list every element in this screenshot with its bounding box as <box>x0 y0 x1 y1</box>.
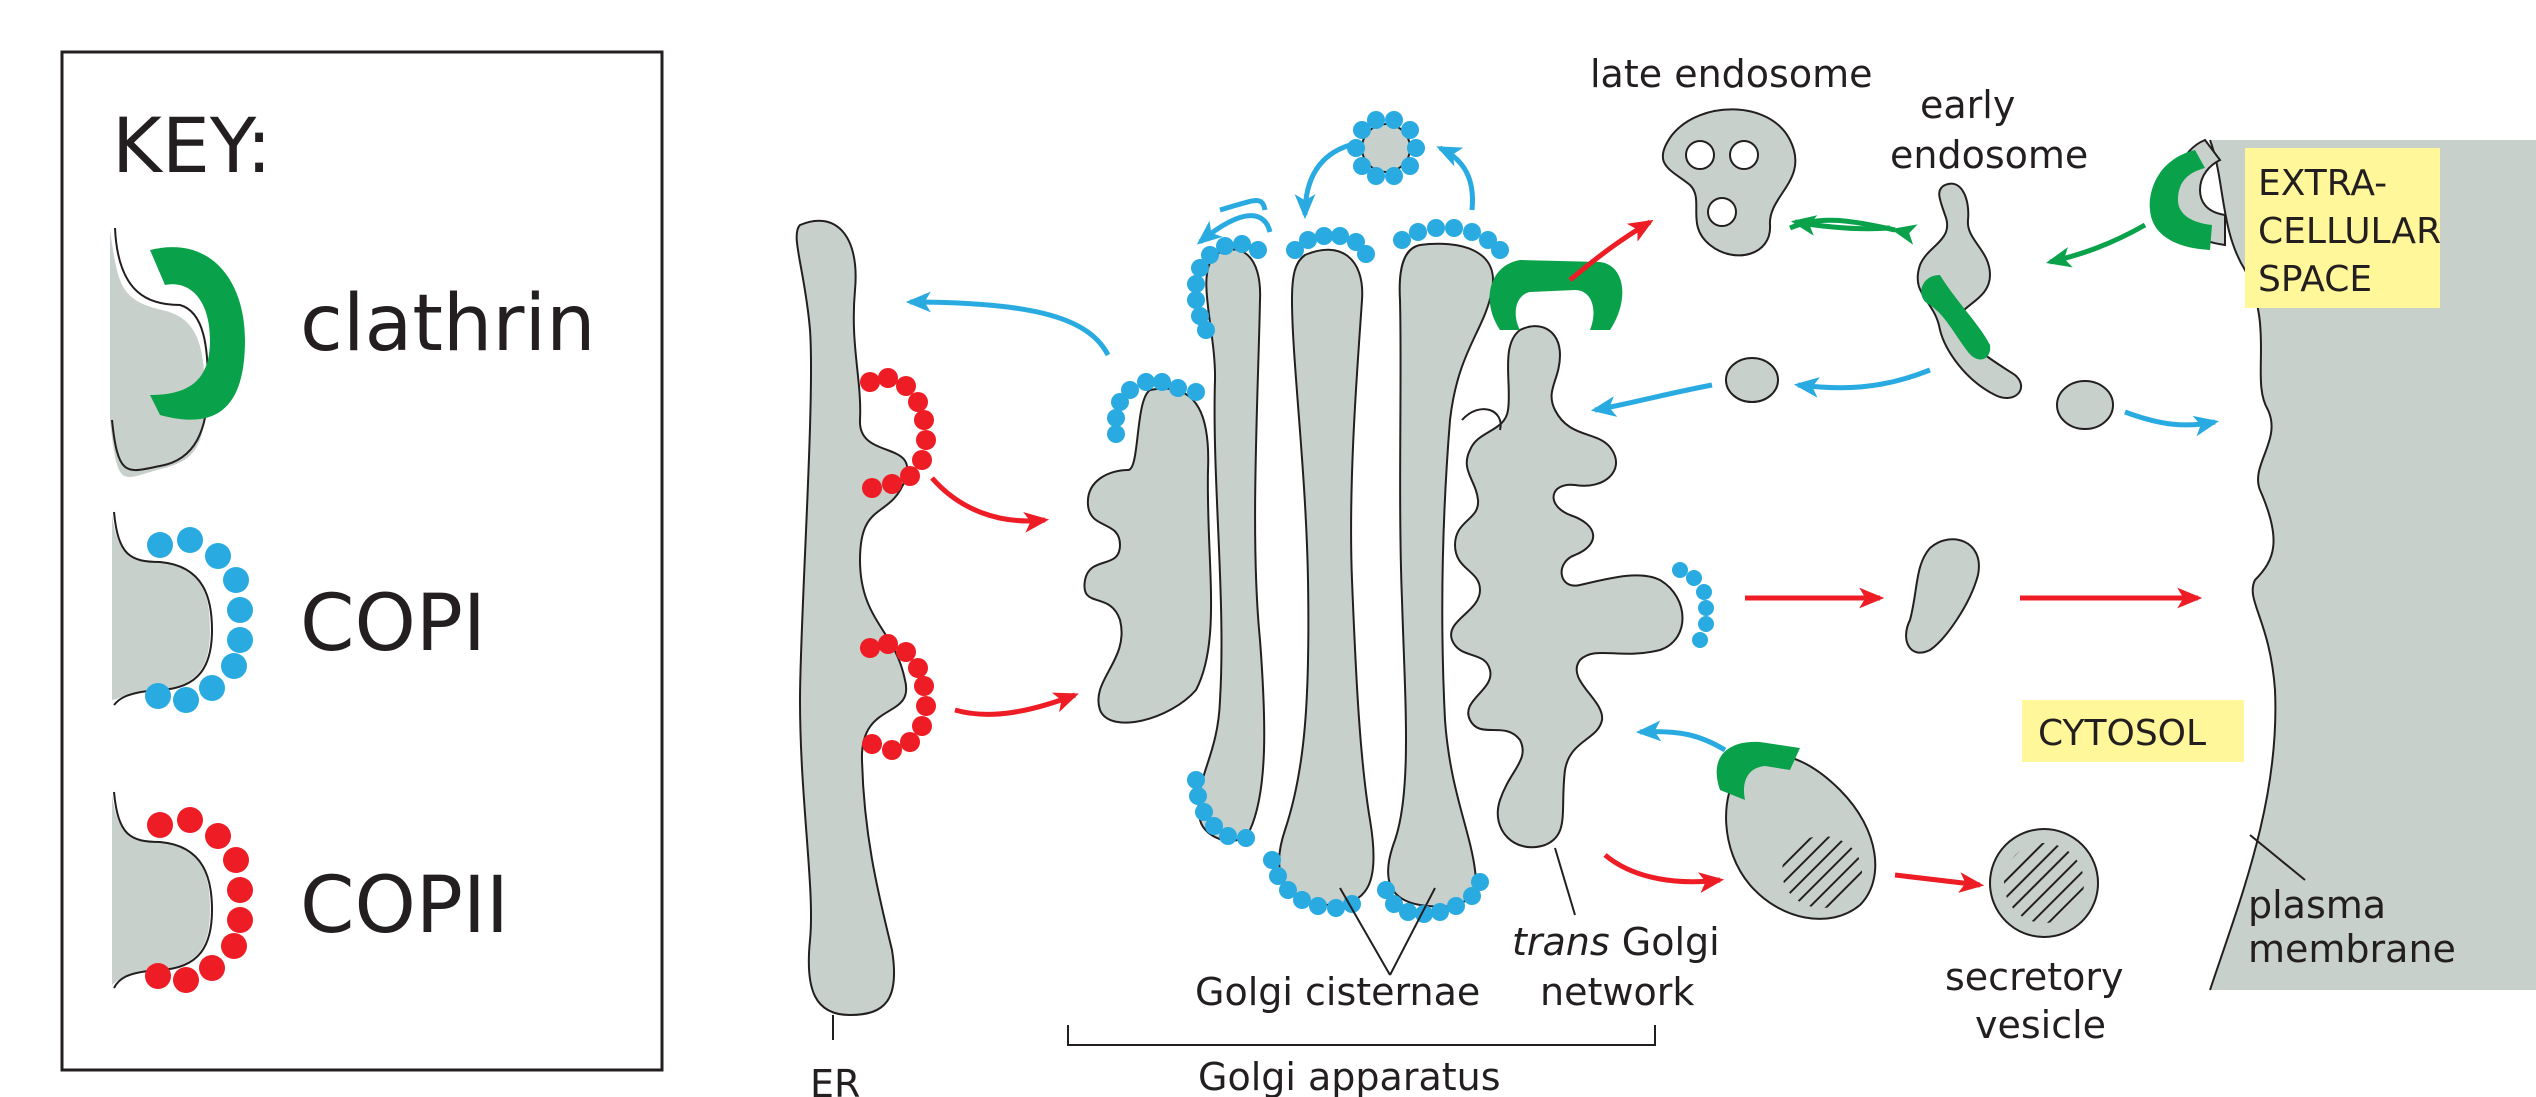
key-title: KEY: <box>112 101 272 190</box>
er-label: ER <box>810 1062 860 1097</box>
early-to-late-arrow <box>1790 215 1891 236</box>
recycling-to-membrane-arrow <box>2124 409 2220 437</box>
er-to-golgi-arrow-2 <box>954 692 1079 717</box>
granule-to-vesicle-arrow <box>1894 872 1985 893</box>
er-to-golgi-arrow-1 <box>930 476 1050 533</box>
tgn-to-secretory-arrow <box>1603 853 1725 893</box>
tgn-to-late-endosome-arrow <box>1568 219 1654 282</box>
golgi-copi-coats <box>1107 219 1509 923</box>
plasma-membrane-label-line-1: plasma <box>2248 883 2386 927</box>
clathrin-swatch-icon <box>110 227 245 478</box>
copi-arrow-to-cisterna <box>1294 142 1351 220</box>
golgi-to-er-retrograde-arrow <box>905 291 1111 357</box>
plasma-membrane-label-line-2: membrane <box>2248 927 2456 971</box>
plasma-membrane-clathrin-pit <box>2149 138 2226 250</box>
extracellular-label-box: EXTRA- CELLULAR SPACE <box>2245 148 2441 308</box>
tgn-label-line-2: network <box>1540 970 1694 1014</box>
copi-arrow-retro <box>1196 213 1273 245</box>
key-label-copi: COPI <box>300 579 486 669</box>
golgi-cisternae-leader-2 <box>1389 887 1436 976</box>
late-endosome <box>1661 108 1797 257</box>
cytosol-label: CYTOSOL <box>2038 713 2206 754</box>
recycling-vesicle-1 <box>1725 357 1779 403</box>
early-endosome-label-line-2: endosome <box>1890 133 2088 177</box>
tgn-copi-coat <box>1672 562 1714 648</box>
copii-swatch-icon <box>112 791 253 993</box>
early-endosome-label-line-1: early <box>1920 83 2015 127</box>
endosome-recycling-arrow <box>1793 367 1931 398</box>
membrane-to-early-endosome-arrow <box>2045 222 2147 268</box>
copi-arrow-from-cisterna <box>1436 145 1476 211</box>
trans-golgi-network <box>1450 325 1684 849</box>
extracellular-label-line-3: SPACE <box>2258 259 2372 300</box>
key-label-clathrin: clathrin <box>300 279 596 369</box>
golgi-apparatus-bracket <box>1067 1025 1656 1046</box>
constitutive-vesicle <box>1905 538 1980 654</box>
copi-swatch-icon <box>112 511 253 713</box>
golgi-cisternae-leader-1 <box>1339 887 1391 976</box>
copi-vesicle-top <box>1347 111 1425 185</box>
copi-arrow-short <box>1219 198 1268 213</box>
recycling-to-tgn-arrow <box>1590 382 1713 417</box>
late-endosome-label: late endosome <box>1590 52 1872 96</box>
extracellular-label-line-2: CELLULAR <box>2258 211 2441 252</box>
early-endosome <box>1916 182 2022 400</box>
immature-secretory-granule <box>1716 741 1877 920</box>
secretory-vesicle <box>1989 828 2099 938</box>
tgn-leader <box>1554 847 1576 916</box>
recycling-vesicle-2 <box>2056 380 2114 430</box>
secretory-vesicle-label-line-2: vesicle <box>1975 1003 2106 1047</box>
secretory-vesicle-label-line-1: secretory <box>1945 955 2124 999</box>
tgn-label-line-1: trans Golgi <box>1512 920 1720 964</box>
er-organelle <box>795 219 909 1017</box>
golgi-cisterna-3 <box>1278 248 1375 907</box>
extracellular-label-line-1: EXTRA- <box>2258 163 2387 204</box>
golgi-apparatus-label: Golgi apparatus <box>1198 1055 1501 1097</box>
tgn-clathrin-coat <box>1489 260 1623 330</box>
golgi-cisternae-label: Golgi cisternae <box>1195 970 1480 1014</box>
er-copii-coat <box>860 368 936 760</box>
extracellular-space-shape <box>2210 140 2536 990</box>
retrograde-to-tgn-arrow <box>1635 720 1727 753</box>
key-label-copii: COPII <box>300 861 509 951</box>
golgi-cisterna-cis <box>1083 387 1213 724</box>
cytosol-label-box: CYTOSOL <box>2022 700 2244 762</box>
key-panel: KEY: clathrin COPI <box>60 50 664 1072</box>
